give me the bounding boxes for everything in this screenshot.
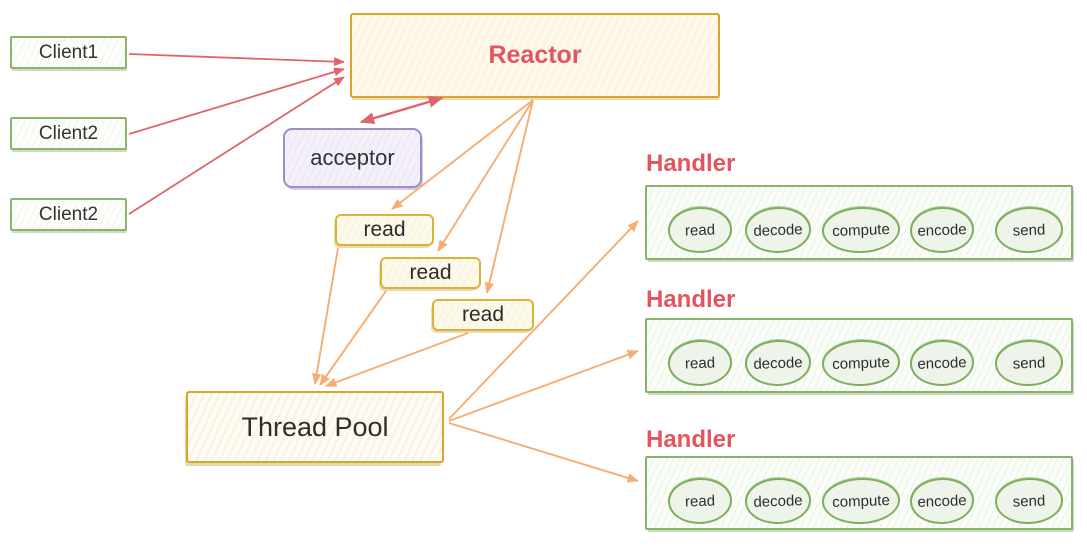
handler1-step-read: read [667,205,733,255]
read3-box: read [432,299,534,331]
handler3-step-read: read [667,476,733,526]
handler3-step-encode: encode [909,476,975,526]
handler2-step-decode: decode [744,338,812,388]
read2-box: read [380,257,481,289]
client3-box: Client2 [10,198,127,231]
arrow-reactor-acceptor-bidirectional [359,95,444,125]
handler3-step-compute: compute [821,476,901,526]
handler1-step-compute: compute [821,205,901,255]
handler2-step-read: read [667,338,733,388]
handler1-step-decode: decode [744,205,812,255]
handler2-box: read decode compute encode send [645,318,1073,393]
handler1-box: read decode compute encode send [645,185,1073,260]
handler1-step-encode: encode [909,205,975,255]
client1-box: Client1 [10,36,127,69]
handler2-step-compute: compute [821,338,901,388]
acceptor-box: acceptor [283,128,422,188]
thread-pool-box: Thread Pool [186,391,444,463]
handler2-step-send: send [994,338,1064,388]
handler1-step-send: send [994,205,1064,255]
arrow-reactor-to-read3 [484,99,534,294]
reactor-box: Reactor [350,13,720,98]
read1-box: read [335,214,434,246]
arrow-client2-to-reactor [128,67,345,135]
client2-box: Client2 [10,117,127,150]
arrow-reactor-to-read2 [437,99,534,252]
handler3-step-send: send [994,476,1064,526]
arrow-read1-to-threadpool [312,247,339,385]
handler1-title: Handler [646,150,736,177]
handler2-step-encode: encode [909,338,975,388]
handler3-step-decode: decode [744,476,812,526]
arrow-read2-to-threadpool [319,290,387,386]
arrow-threadpool-to-handler3 [448,422,639,483]
handler3-box: read decode compute encode send [645,456,1073,530]
handler2-title: Handler [646,286,736,313]
arrow-threadpool-to-handler2 [448,350,639,422]
handler3-title: Handler [646,426,736,453]
arrow-read3-to-threadpool [325,332,469,387]
arrow-client1-to-reactor [128,53,345,67]
